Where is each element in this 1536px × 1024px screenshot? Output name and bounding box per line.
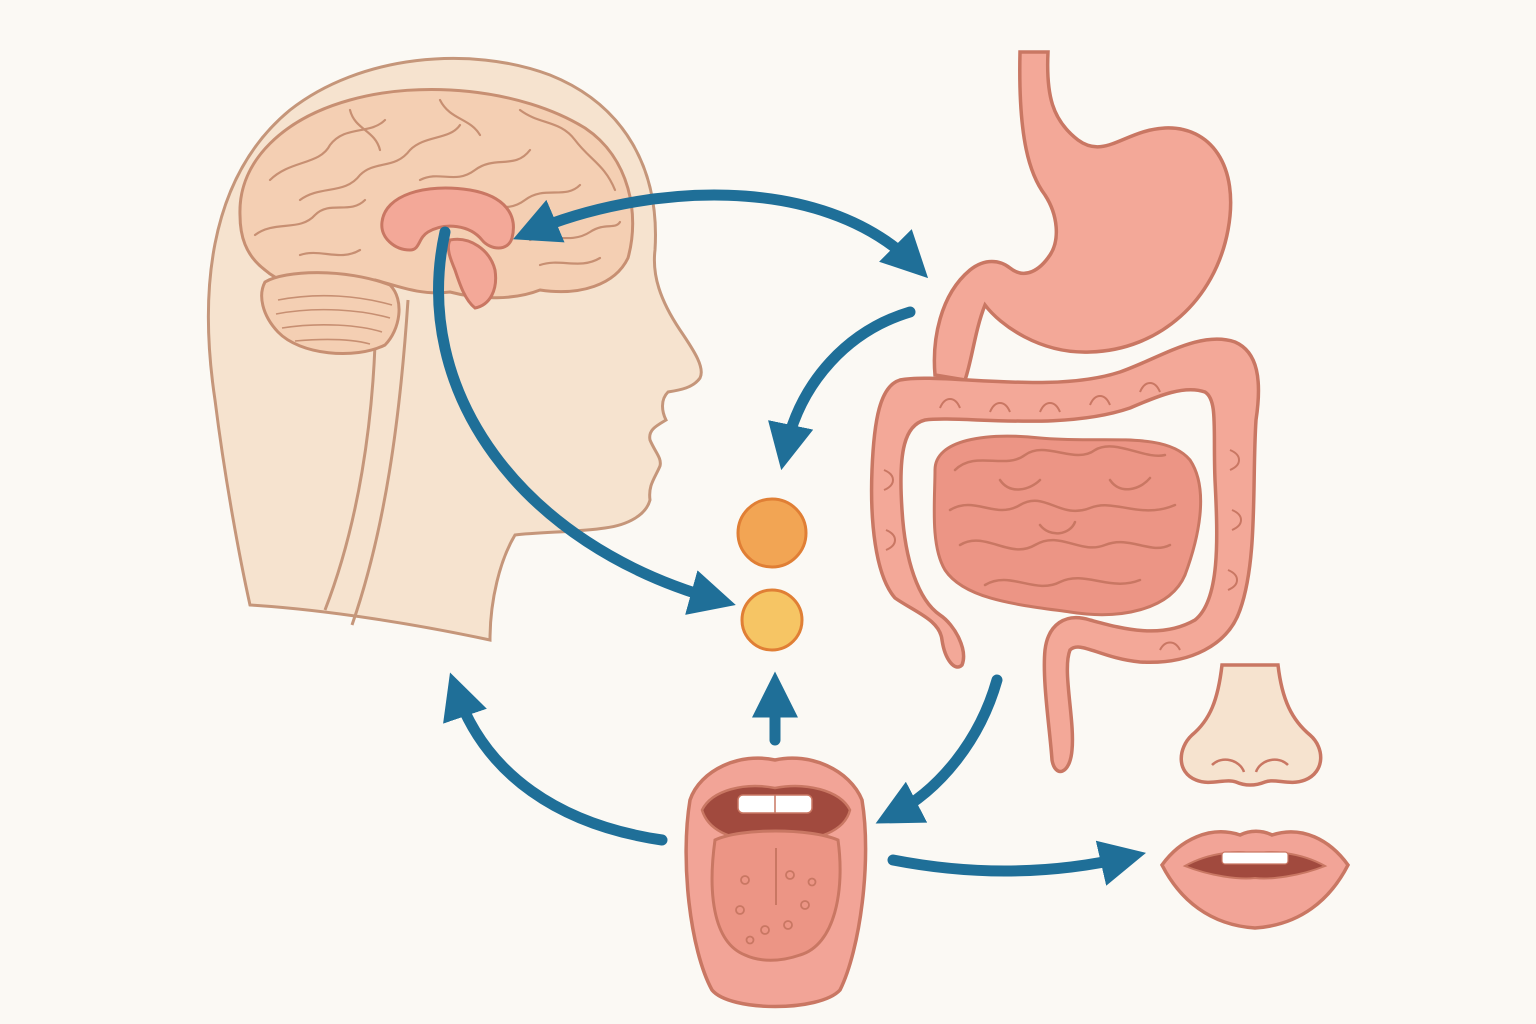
cerebellum (260, 271, 401, 356)
lips-icon (1159, 829, 1351, 930)
nostrils (1211, 758, 1289, 773)
small-intestine (932, 434, 1203, 617)
lips-teeth (1221, 851, 1289, 865)
signal-dot-yellow (740, 588, 804, 652)
hypothalamus-lower (446, 237, 498, 310)
large-intestine (869, 337, 1261, 774)
lips (1159, 829, 1351, 930)
cerebellum-folds (275, 294, 393, 345)
connection-arrows (433, 189, 1147, 886)
signal-dots-icon (736, 497, 808, 652)
arrow-tongue-to-head (443, 672, 668, 846)
arrow-hypothalamus-to-signals (433, 226, 736, 615)
arrow-intestines-to-tongue (875, 674, 1003, 824)
colon-haustra (883, 382, 1242, 651)
spinal-cord (323, 344, 377, 611)
stomach-icon (932, 50, 1233, 382)
hypothalamus-icon (380, 186, 515, 252)
nose-icon (1179, 663, 1323, 787)
arrow-hypothalamus-stomach (513, 189, 929, 279)
intestines-icon (869, 337, 1261, 774)
open-mouth-tongue-icon (684, 756, 868, 1009)
spinal-cord-edge (350, 299, 410, 626)
nose (1179, 663, 1323, 787)
arrow-stomach-to-signals (768, 306, 916, 471)
small-intestine-loops (948, 445, 1177, 588)
arrow-tongue-to-lips (887, 840, 1147, 886)
stomach (932, 50, 1233, 382)
head-brain-icon (206, 56, 703, 642)
taste-buds (735, 870, 817, 945)
signal-dot-orange (736, 497, 808, 569)
